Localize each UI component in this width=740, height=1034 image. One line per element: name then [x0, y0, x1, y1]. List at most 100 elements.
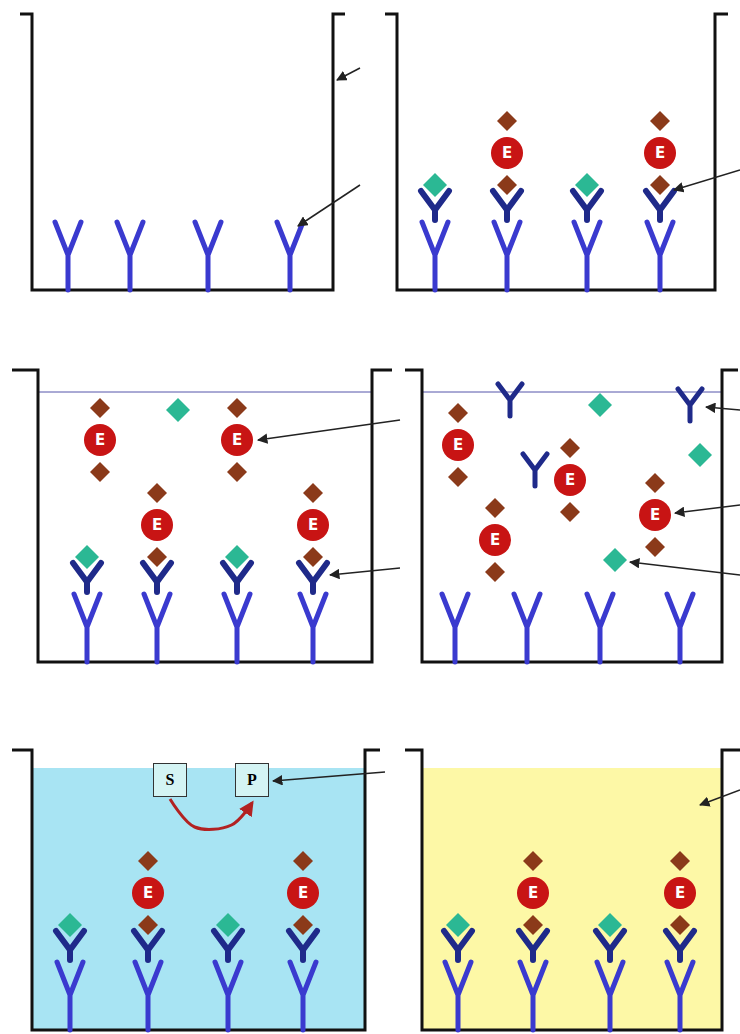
conjugate-antigen [650, 111, 670, 131]
substrate-product-box: S [153, 763, 187, 797]
enzyme-label: E [287, 877, 319, 909]
capture-antibody [494, 222, 520, 290]
conjugate-antigen [650, 175, 670, 195]
enzyme-label: E [84, 424, 116, 456]
substrate-product-box: P [235, 763, 269, 797]
conjugate-antigen [90, 462, 110, 482]
conjugate-antigen [147, 547, 167, 567]
antigen [603, 548, 627, 572]
free-antibody [523, 454, 547, 486]
conjugate-antigen [293, 915, 313, 935]
node-text: E [95, 433, 105, 448]
antigen [598, 913, 622, 937]
conjugate-antigen [227, 398, 247, 418]
conjugate-antigen [138, 915, 158, 935]
capture-antibody [445, 962, 471, 1030]
conjugate-antigen [523, 851, 543, 871]
leader-arrow [700, 790, 740, 805]
detection-antibody-bound [143, 563, 171, 592]
leader-arrow [337, 68, 360, 80]
well-liquid [423, 768, 721, 1030]
enzyme-label: E [221, 424, 253, 456]
free-antibody [678, 389, 702, 421]
leader-arrow [273, 772, 385, 781]
conjugate-antigen [293, 851, 313, 871]
conjugate-antigen [560, 502, 580, 522]
enzyme-label: E [644, 137, 676, 169]
conjugate-antigen [485, 562, 505, 582]
microplate-well [405, 750, 740, 1030]
detection-antibody-bound [299, 563, 327, 592]
leader-arrow [630, 562, 740, 575]
node-text: E [143, 886, 153, 901]
conjugate-antigen [303, 547, 323, 567]
node-text: E [453, 438, 463, 453]
enzyme-label: E [479, 524, 511, 556]
reaction-arrow [170, 799, 252, 829]
detection-antibody-bound [646, 191, 674, 220]
conjugate-antigen [497, 175, 517, 195]
conjugate-antigen [497, 111, 517, 131]
detection-antibody-bound [519, 931, 547, 960]
antigen [688, 443, 712, 467]
conjugate-antigen [147, 483, 167, 503]
detection-antibody-bound [666, 931, 694, 960]
node-text: E [675, 886, 685, 901]
conjugate-antigen [303, 483, 323, 503]
node-text: E [565, 473, 575, 488]
liquid-surface [39, 392, 371, 393]
capture-antibody [224, 594, 250, 662]
capture-antibody [57, 962, 83, 1030]
capture-antibody [442, 594, 468, 662]
capture-antibody [422, 222, 448, 290]
microplate-well [385, 14, 728, 290]
detection-antibody-bound [289, 931, 317, 960]
enzyme-label: E [141, 509, 173, 541]
node-text: P [247, 772, 257, 788]
leader-arrow [674, 170, 740, 190]
conjugate-antigen [645, 537, 665, 557]
enzyme-label: E [517, 877, 549, 909]
capture-antibody [667, 594, 693, 662]
well-liquid [33, 768, 364, 1030]
capture-antibody [520, 962, 546, 1030]
leader-arrow [706, 407, 740, 410]
free-antibody [498, 384, 522, 416]
node-text: E [655, 146, 665, 161]
microplate-well [12, 750, 380, 1030]
enzyme-label: E [132, 877, 164, 909]
capture-antibody [597, 962, 623, 1030]
antigen [75, 545, 99, 569]
capture-antibody [667, 962, 693, 1030]
conjugate-antigen [485, 498, 505, 518]
enzyme-label: E [664, 877, 696, 909]
conjugate-antigen [448, 403, 468, 423]
capture-antibody [195, 222, 221, 290]
capture-antibody [74, 594, 100, 662]
enzyme-label: E [639, 499, 671, 531]
capture-antibody [300, 594, 326, 662]
conjugate-antigen [670, 915, 690, 935]
antigen [166, 398, 190, 422]
liquid-surface [423, 392, 721, 393]
node-text: E [298, 886, 308, 901]
capture-antibody [55, 222, 81, 290]
capture-antibody [574, 222, 600, 290]
capture-antibody [647, 222, 673, 290]
antigen [575, 173, 599, 197]
node-text: E [502, 146, 512, 161]
node-text: E [528, 886, 538, 901]
antigen [588, 393, 612, 417]
node-text: E [308, 518, 318, 533]
node-text: S [166, 772, 175, 788]
enzyme-label: E [554, 464, 586, 496]
conjugate-antigen [448, 467, 468, 487]
enzyme-label: E [297, 509, 329, 541]
microplate-well [12, 370, 392, 662]
capture-antibody [144, 594, 170, 662]
antigen [58, 913, 82, 937]
antigen [446, 913, 470, 937]
